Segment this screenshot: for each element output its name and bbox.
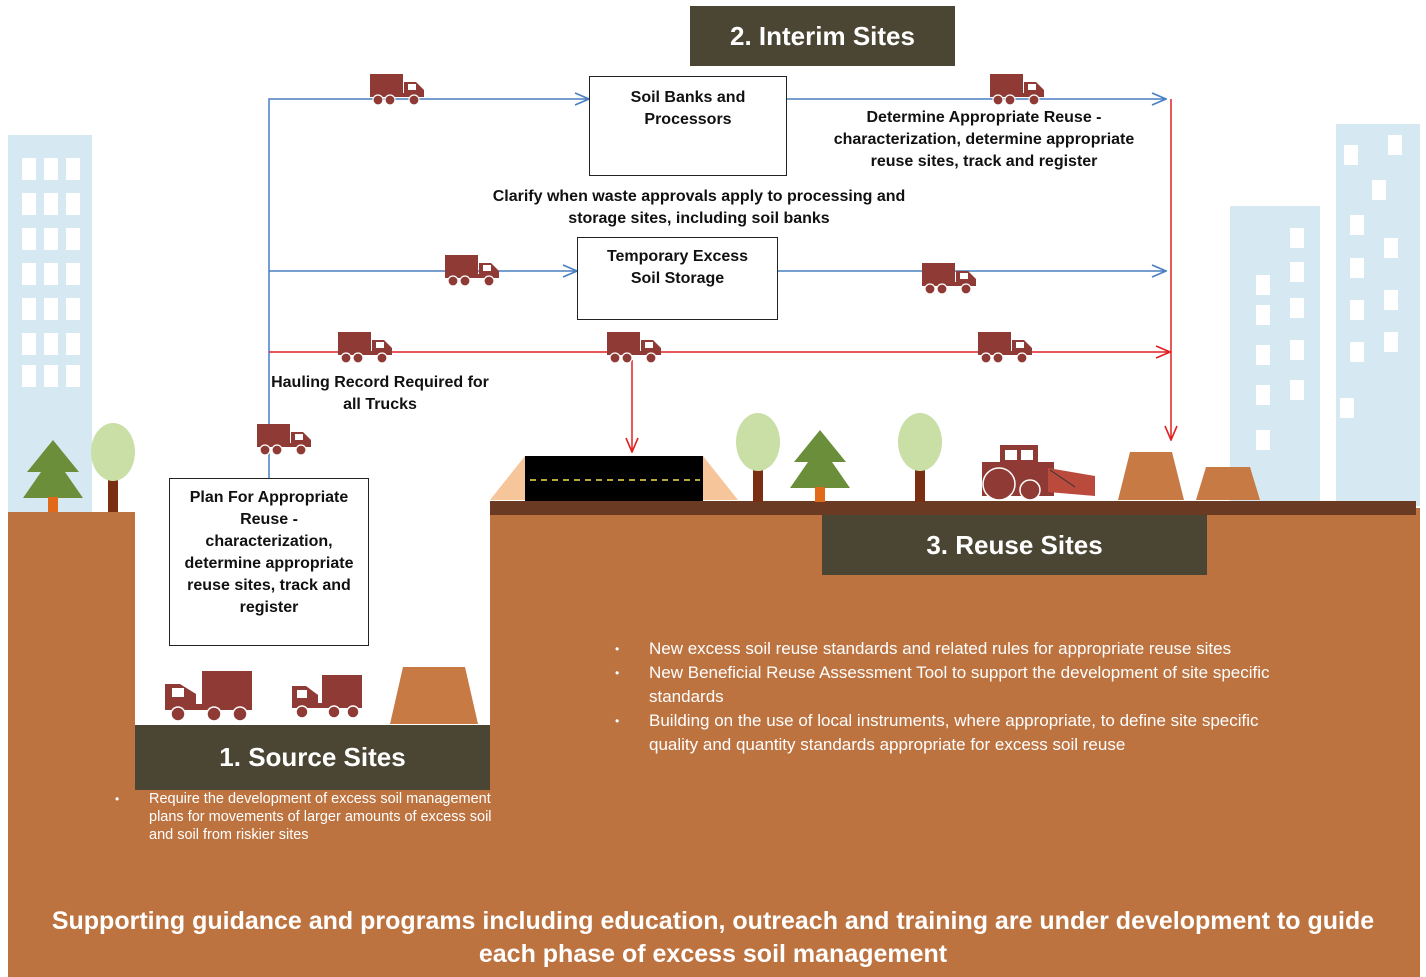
waste-approvals-text: Clarify when waste approvals apply to pr… xyxy=(492,188,906,227)
tractor-icon xyxy=(982,445,1095,501)
source-bullet: Require the development of excess soil m… xyxy=(115,790,495,844)
dump-truck-icon xyxy=(292,675,362,719)
dump-truck-icon xyxy=(165,671,252,722)
footer-statement: Supporting guidance and programs includi… xyxy=(20,905,1406,971)
footer-text: Supporting guidance and programs includi… xyxy=(51,907,1375,968)
reuse-bullet-text: New Beneficial Reuse Assessment Tool to … xyxy=(649,663,1270,706)
soil-pile-icon xyxy=(1118,452,1184,500)
reuse-bullet: Building on the use of local instruments… xyxy=(615,709,1275,757)
truck-icon xyxy=(989,73,1045,106)
road xyxy=(490,456,738,501)
plan-reuse-label: Plan For Appropriate Reuse - characteriz… xyxy=(184,489,354,616)
soil-pile-icon xyxy=(1196,467,1260,500)
reuse-bullet-text: Building on the use of local instruments… xyxy=(649,711,1259,754)
truck-icon xyxy=(606,331,662,364)
determine-reuse-note: Determine Appropriate Reuse - characteri… xyxy=(812,107,1156,173)
soil-banks-box: Soil Banks and Processors xyxy=(589,76,787,176)
building-right-short xyxy=(1230,206,1320,506)
deciduous-tree-icon xyxy=(736,413,780,502)
truck-icon xyxy=(444,254,500,287)
reuse-sites-title: 3. Reuse Sites xyxy=(822,515,1207,575)
hauling-record-note: Hauling Record Required for all Trucks xyxy=(270,372,490,416)
truck-icon xyxy=(337,331,393,364)
ground-surface-line xyxy=(490,501,1416,515)
temp-storage-box: Temporary Excess Soil Storage xyxy=(577,237,778,320)
building-right-tall xyxy=(1336,124,1420,506)
reuse-sites-title-text: 3. Reuse Sites xyxy=(926,529,1103,560)
deciduous-tree-icon xyxy=(91,423,135,512)
source-sites-title-text: 1. Source Sites xyxy=(219,742,406,772)
reuse-sites-bullets: New excess soil reuse standards and rela… xyxy=(615,637,1275,757)
truck-icon xyxy=(921,262,977,295)
reuse-bullet-text: New excess soil reuse standards and rela… xyxy=(649,639,1232,658)
truck-icon xyxy=(369,73,425,106)
deciduous-tree-icon xyxy=(898,413,942,502)
waste-approvals-note: Clarify when waste approvals apply to pr… xyxy=(486,186,912,230)
plan-reuse-box: Plan For Appropriate Reuse - characteriz… xyxy=(169,478,369,646)
truck-icon xyxy=(256,423,312,456)
soil-pile-icon xyxy=(390,667,478,724)
interim-sites-title: 2. Interim Sites xyxy=(690,6,955,66)
pine-tree-icon xyxy=(790,430,850,502)
interim-sites-title-text: 2. Interim Sites xyxy=(730,20,915,51)
source-bullet-text: Require the development of excess soil m… xyxy=(149,791,492,843)
source-sites-title: 1. Source Sites xyxy=(135,725,490,790)
reuse-bullet: New excess soil reuse standards and rela… xyxy=(615,637,1275,661)
reuse-bullet: New Beneficial Reuse Assessment Tool to … xyxy=(615,661,1275,709)
temp-storage-label: Temporary Excess Soil Storage xyxy=(606,248,749,287)
truck-icon xyxy=(977,331,1033,364)
source-sites-bullets: Require the development of excess soil m… xyxy=(115,790,495,844)
determine-reuse-text: Determine Appropriate Reuse - characteri… xyxy=(833,109,1135,170)
soil-banks-label: Soil Banks and Processors xyxy=(630,89,746,128)
hauling-record-text: Hauling Record Required for all Trucks xyxy=(271,374,489,413)
